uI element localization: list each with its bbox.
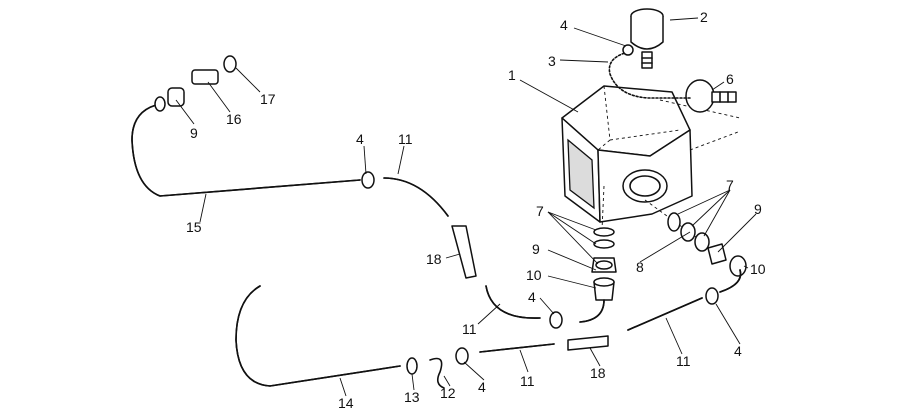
callout-9: 9 — [754, 201, 762, 217]
callout-13: 13 — [404, 389, 420, 405]
callout-4: 4 — [478, 379, 486, 395]
callout-3: 3 — [548, 53, 556, 69]
callout-11: 11 — [462, 321, 477, 337]
callout-10: 10 — [750, 261, 766, 277]
callout-10: 10 — [526, 267, 542, 283]
top-valve-filter — [630, 8, 664, 69]
callout-18: 18 — [426, 251, 442, 267]
hoses — [131, 55, 742, 389]
callout-9: 9 — [532, 241, 540, 257]
callout-4: 4 — [734, 343, 742, 359]
side-fitting-stack — [667, 212, 747, 277]
leader-lines — [175, 17, 757, 397]
callout-8: 8 — [636, 259, 644, 275]
callout-4: 4 — [356, 131, 364, 147]
callout-7: 7 — [726, 177, 734, 193]
callout-labels: 1 2 3 4 6 7 7 9 9 10 10 8 17 16 9 4 11 1… — [186, 9, 766, 411]
callout-16: 16 — [226, 111, 242, 127]
callout-15: 15 — [186, 219, 202, 235]
callout-11: 11 — [520, 373, 535, 389]
callout-4: 4 — [560, 17, 568, 33]
side-valve — [685, 79, 737, 113]
callout-12: 12 — [440, 385, 456, 401]
clamp-top — [622, 44, 634, 56]
callout-17: 17 — [260, 91, 276, 107]
tank-housing — [561, 85, 741, 241]
callout-6: 6 — [726, 71, 734, 87]
callout-14: 14 — [338, 395, 354, 411]
lower-fitting-stack — [591, 227, 617, 301]
callout-2: 2 — [700, 9, 708, 25]
callout-7: 7 — [536, 203, 544, 219]
callout-11: 11 — [398, 131, 413, 147]
callout-4: 4 — [528, 289, 536, 305]
callout-18: 18 — [590, 365, 606, 381]
callout-11: 11 — [676, 353, 691, 369]
corrugated-hose — [608, 51, 691, 99]
callout-1: 1 — [508, 67, 516, 83]
callout-9: 9 — [190, 125, 198, 141]
